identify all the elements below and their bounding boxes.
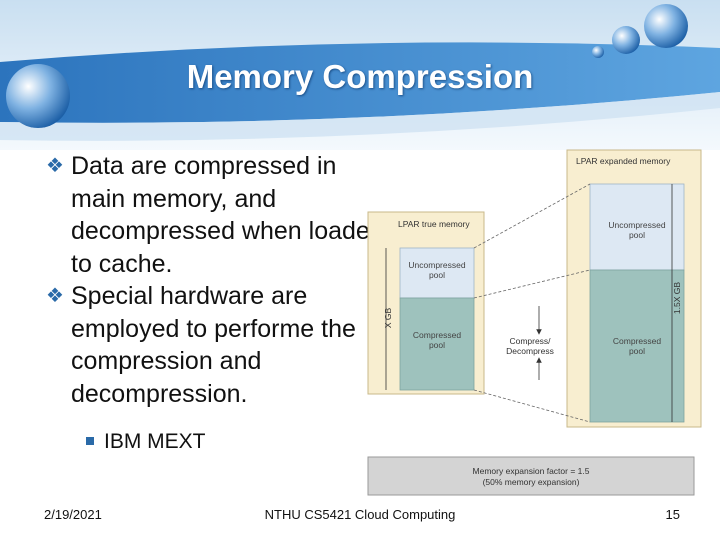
connector-line [473, 183, 591, 249]
diamond-bullet-icon: ❖ [46, 285, 64, 307]
bullet-list: ❖ Data are compressed in main memory, an… [46, 150, 386, 410]
footer-page-number: 15 [665, 507, 680, 522]
header-banner: Memory Compression [0, 0, 720, 150]
bullet-text: Data are compressed in main memory, and … [71, 152, 384, 278]
compressed-pool-expanded [589, 269, 685, 423]
decorative-orb-tiny [592, 46, 604, 58]
expansion-factor-line2: (50% memory expansion) [483, 477, 580, 487]
title-band [0, 42, 720, 123]
bullet-item: ❖ Special hardware are employed to perfo… [46, 280, 386, 410]
expanded-memory-title: LPAR expanded memory [576, 156, 671, 166]
footer-date: 2/19/2021 [44, 507, 102, 522]
compressed-pool-true [399, 297, 475, 391]
diamond-bullet-icon: ❖ [46, 155, 64, 177]
uncompressed-pool-true [399, 247, 475, 299]
true-memory-title: LPAR true memory [398, 219, 470, 229]
sub-bullet-text: IBM MEXT [104, 430, 206, 453]
expanded-size-label: 1.5X GB [672, 282, 682, 314]
decorative-orb-medium [644, 4, 688, 48]
connector-line [473, 389, 591, 423]
slide-title: Memory Compression [186, 58, 534, 95]
sub-bullet: IBM MEXT [86, 430, 206, 454]
bullet-text: Special hardware are employed to perform… [71, 282, 356, 408]
expansion-factor-line1: Memory expansion factor = 1.5 [473, 466, 590, 476]
footer-course: NTHU CS5421 Cloud Computing [264, 507, 456, 522]
decorative-orb-large [6, 64, 70, 128]
compress-label: Compress/Decompress [506, 336, 554, 356]
uncompressed-pool-expanded [589, 183, 685, 271]
true-size-label: X GB [383, 308, 393, 329]
expansion-factor-box [367, 456, 695, 496]
header-background [0, 0, 720, 150]
bullet-item: ❖ Data are compressed in main memory, an… [46, 150, 386, 280]
decorative-orb-small [612, 26, 640, 54]
square-bullet-icon [86, 437, 94, 445]
